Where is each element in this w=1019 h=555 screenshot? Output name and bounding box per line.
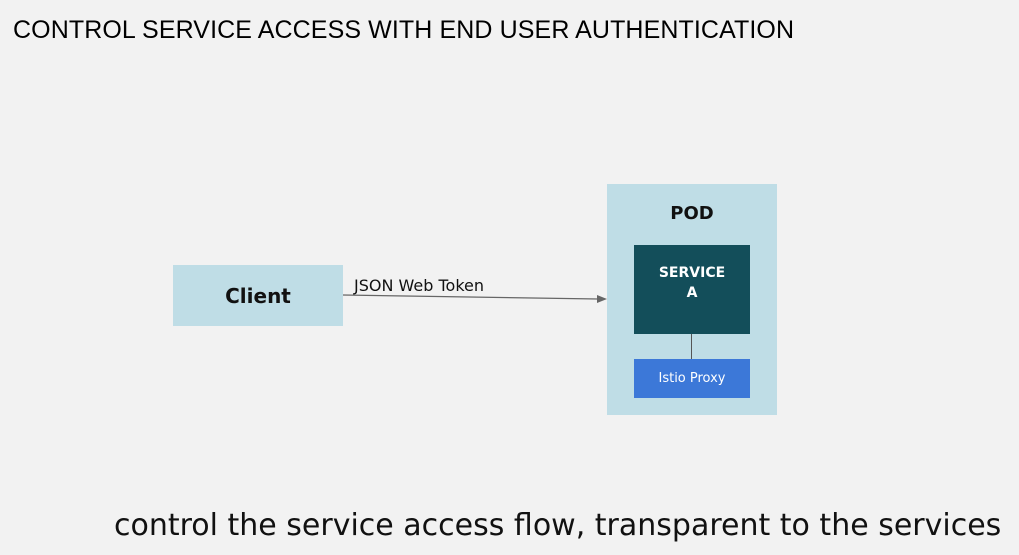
service-a-box: SERVICE A [634, 245, 750, 334]
pod-box: POD SERVICE A Istio Proxy [607, 184, 777, 415]
istio-proxy-box: Istio Proxy [634, 359, 750, 398]
client-label: Client [225, 283, 291, 308]
jwt-arrow-head [597, 295, 607, 303]
jwt-arrow-label: JSON Web Token [354, 276, 485, 295]
service-a-label: SERVICE A [658, 264, 726, 301]
jwt-arrow-line [342, 294, 599, 300]
pod-label: POD [670, 203, 714, 224]
slide-subtitle: control the service access flow, transpa… [114, 508, 1002, 543]
istio-proxy-label: Istio Proxy [658, 371, 726, 386]
service-proxy-connector [691, 334, 692, 359]
client-box: Client [173, 265, 343, 326]
slide-title: CONTROL SERVICE ACCESS WITH END USER AUT… [13, 16, 795, 44]
